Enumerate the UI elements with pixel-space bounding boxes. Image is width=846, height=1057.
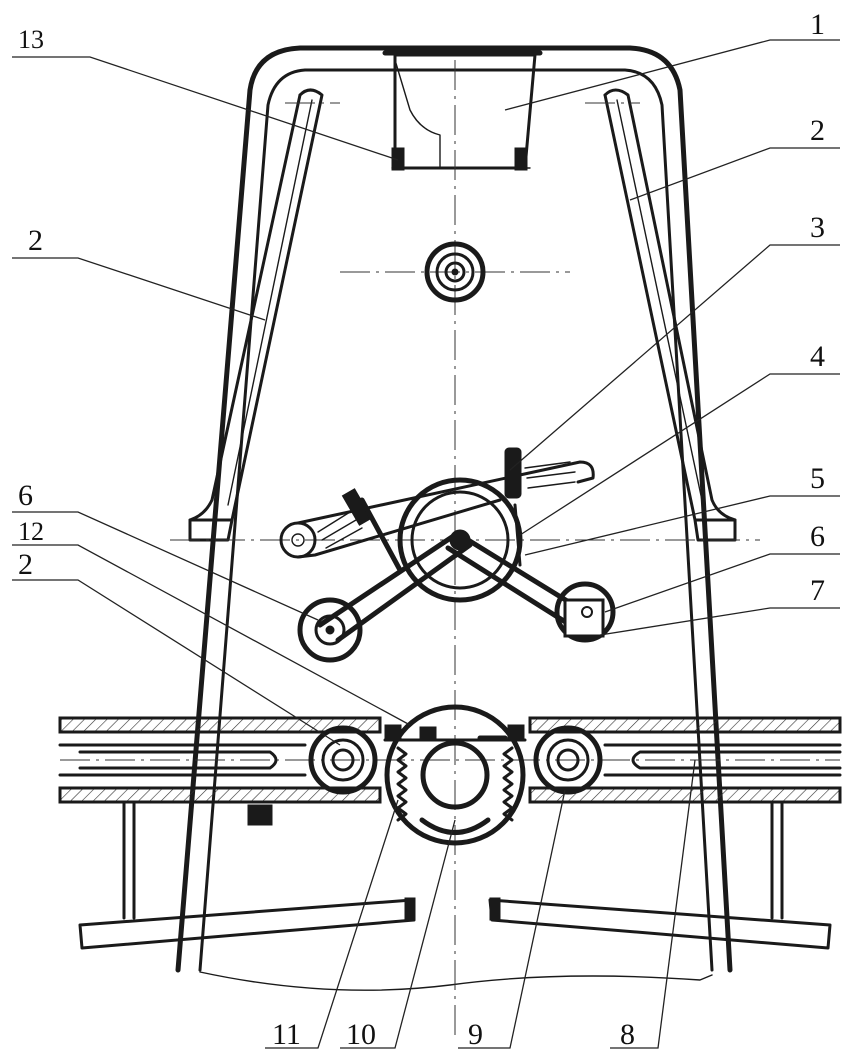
label-2-top-right: 2 bbox=[810, 114, 825, 147]
label-2-left: 2 bbox=[28, 224, 43, 257]
label-3: 3 bbox=[810, 211, 825, 244]
lower-legs bbox=[78, 800, 832, 950]
label-11: 11 bbox=[272, 1018, 301, 1051]
central-hub bbox=[383, 704, 527, 846]
label-13: 13 bbox=[18, 25, 44, 54]
right-conveyor-beam bbox=[528, 716, 842, 804]
label-7: 7 bbox=[810, 574, 825, 607]
spring-lever-assembly bbox=[279, 447, 595, 603]
label-12: 12 bbox=[18, 517, 44, 546]
label-9: 9 bbox=[468, 1018, 483, 1051]
label-5: 5 bbox=[810, 462, 825, 495]
part-labels: 13 1 2 2 3 4 5 6 12 2 6 7 11 10 9 8 bbox=[18, 8, 825, 1051]
v-lever-arms bbox=[297, 529, 616, 663]
upper-pulley bbox=[424, 241, 486, 303]
main-frame bbox=[175, 45, 733, 991]
label-10: 10 bbox=[346, 1018, 376, 1051]
label-4: 4 bbox=[810, 340, 825, 373]
left-guide-arm bbox=[188, 88, 340, 542]
label-1: 1 bbox=[810, 8, 825, 41]
label-6-left: 6 bbox=[18, 479, 33, 512]
label-2-bottom-left: 2 bbox=[18, 548, 33, 581]
label-8: 8 bbox=[620, 1018, 635, 1051]
right-guide-arm bbox=[585, 88, 737, 542]
hopper bbox=[382, 50, 543, 171]
label-6-right: 6 bbox=[810, 520, 825, 553]
left-conveyor-beam bbox=[58, 716, 382, 826]
callout-leaders bbox=[12, 39, 840, 1049]
